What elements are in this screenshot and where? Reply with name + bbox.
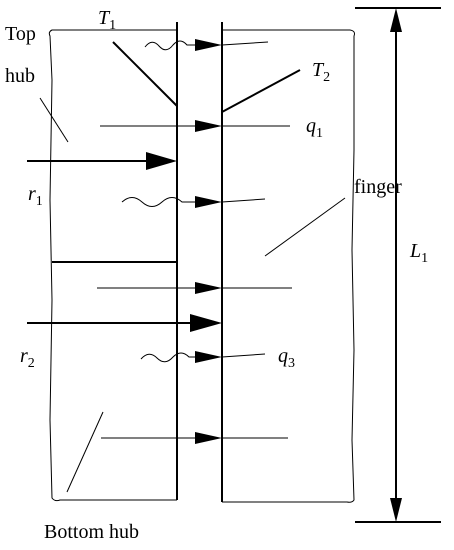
finger-block-outline <box>222 29 355 503</box>
wavy-arrow-middle-tail <box>221 198 266 203</box>
wavy-arrow-top-head <box>195 39 222 51</box>
bottom-hub-label: Bottom hub <box>44 521 139 543</box>
flux-arrow-2-head <box>195 282 222 294</box>
wavy-arrow-lower <box>140 352 195 363</box>
symbol-q3: q3 <box>278 345 295 371</box>
flux-arrow-q1-head <box>195 120 222 132</box>
radius-arrow-r1-head <box>146 152 177 170</box>
wavy-arrow-middle-head <box>195 196 222 208</box>
bottom-hub-leader-line <box>66 411 104 493</box>
symbol-T2: T2 <box>312 59 330 85</box>
finger-leader-line <box>264 197 346 257</box>
symbol-r2: r2 <box>20 345 35 371</box>
hub-block-outline <box>48 29 177 502</box>
dimension-arrowhead-top <box>390 8 402 32</box>
t2-leader-line <box>221 69 301 113</box>
radius-arrow-r2-head <box>190 314 222 332</box>
symbol-r1: r1 <box>28 183 43 209</box>
finger-label: finger <box>354 176 402 198</box>
wavy-arrow-top <box>144 40 195 51</box>
top-hub-label-line1: Top <box>5 23 36 45</box>
dimension-arrowhead-bottom <box>390 498 402 522</box>
top-hub-label-line2: hub <box>5 65 35 87</box>
symbol-q1: q1 <box>306 115 323 141</box>
flux-arrow-bottom-head <box>195 432 222 444</box>
symbol-L1: L1 <box>409 240 428 266</box>
wavy-arrow-top-tail <box>221 41 269 46</box>
wavy-arrow-lower-head <box>195 351 222 363</box>
wavy-arrow-lower-tail <box>221 353 266 358</box>
top-hub-leader-line <box>39 97 69 143</box>
t1-leader-line <box>112 41 178 107</box>
wavy-arrow-middle <box>121 197 195 207</box>
symbol-T1: T1 <box>98 7 116 33</box>
